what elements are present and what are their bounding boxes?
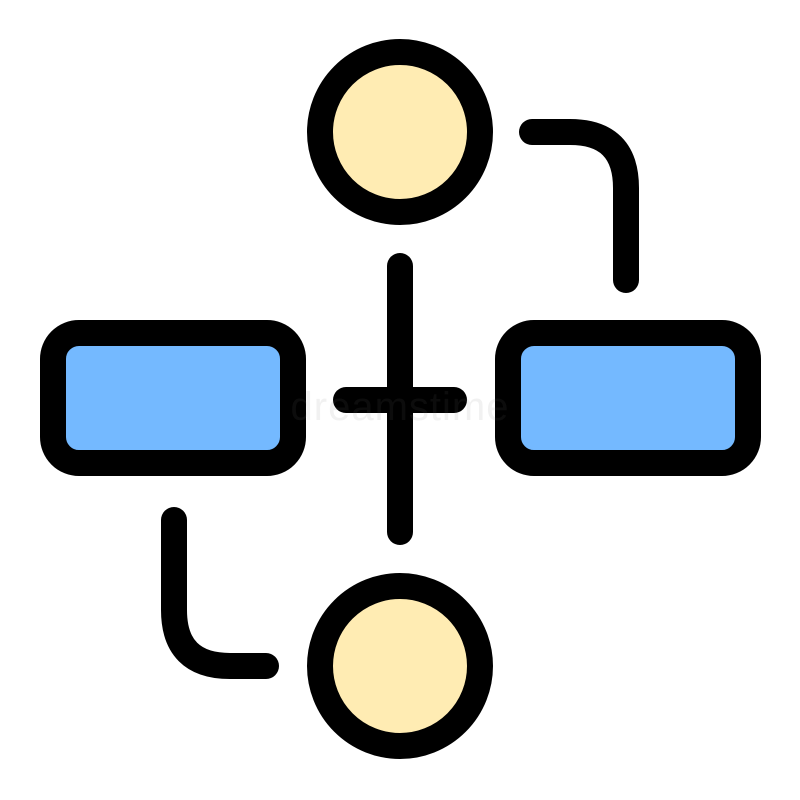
left-rect-node xyxy=(40,320,306,476)
right-rect-node xyxy=(495,320,761,476)
bottom-left-elbow-connector xyxy=(161,507,279,679)
top-circle-node xyxy=(307,39,493,225)
top-right-elbow-connector xyxy=(519,119,639,293)
bottom-circle-node xyxy=(307,573,493,759)
